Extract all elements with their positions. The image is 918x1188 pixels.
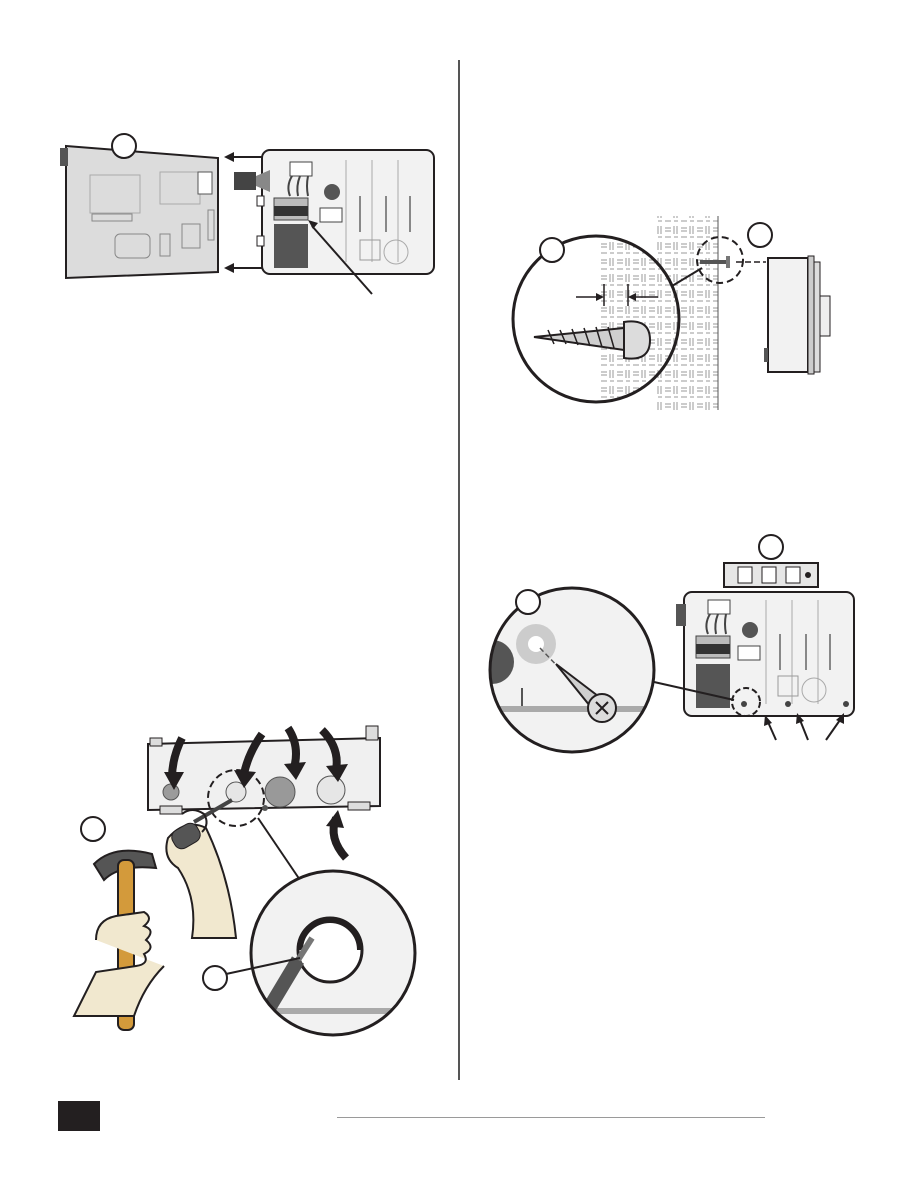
page-number-box	[58, 1101, 100, 1131]
callout-circle-4a	[81, 817, 105, 841]
footer-rule	[337, 1117, 765, 1118]
callout-circle-4b	[203, 966, 227, 990]
hand-screwdriver	[166, 800, 236, 938]
